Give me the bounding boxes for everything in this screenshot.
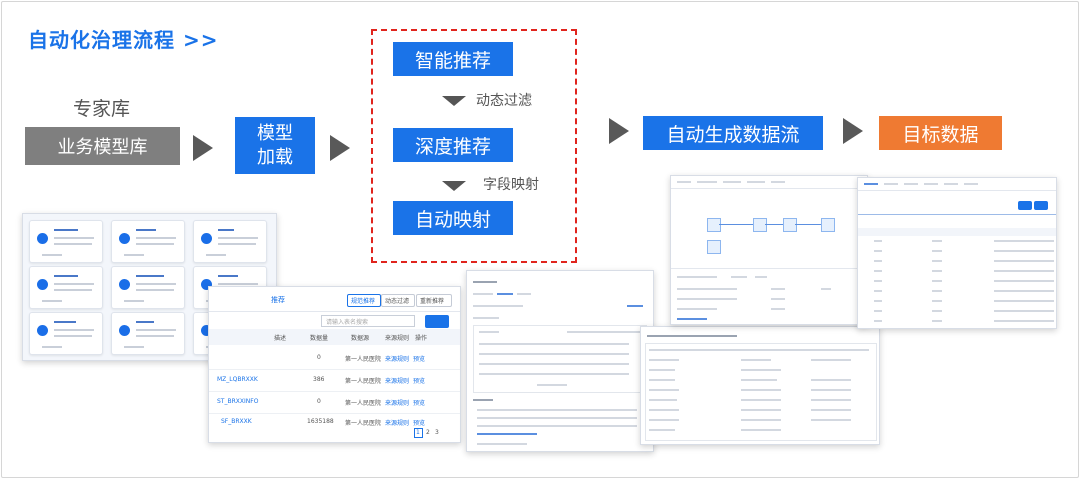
smart-recommend-label: 智能推荐 (414, 49, 491, 72)
table-row[interactable]: MZ_LQBRXXK 386 第一人民医院 来源规则 预览 (209, 369, 460, 392)
field-table (645, 343, 877, 441)
business-model-library-label: 业务模型库 (57, 137, 148, 158)
model-card[interactable] (29, 266, 103, 309)
tab-spec-recommend[interactable]: 规范推荐 (347, 294, 381, 307)
auto-mapping-box: 自动映射 (393, 201, 513, 235)
search-button[interactable] (425, 315, 449, 328)
deep-recommend-box: 深度推荐 (393, 128, 513, 162)
table-header: 描述 数据量 数据源 来源规则 操作 (209, 329, 460, 345)
chevron-down-icon (442, 96, 466, 106)
field-mapping-screenshot (466, 270, 654, 452)
arrow-right-icon (843, 118, 863, 144)
canvas-toolbar (671, 176, 867, 189)
target-table-screenshot (857, 177, 1057, 329)
model-card[interactable] (193, 220, 267, 263)
mapping-grid (473, 325, 647, 393)
auto-gen-dataflow-box: 自动生成数据流 (643, 116, 823, 150)
page-2-button[interactable]: 2 (426, 429, 430, 436)
table-recommend-screenshot: 推荐 规范推荐 动态过滤 重新推荐 请输入表名搜索 描述 数据量 数据源 来源规… (208, 286, 461, 443)
model-card[interactable] (29, 220, 103, 263)
expert-library-label: 专家库 (73, 98, 131, 120)
tab-dynamic-filter[interactable]: 动态过滤 (381, 294, 415, 307)
deep-recommend-label: 深度推荐 (414, 135, 491, 158)
target-tabs (858, 178, 1056, 191)
dynamic-filter-note: 动态过滤 (476, 93, 532, 109)
field-list-screenshot (640, 326, 880, 445)
flow-node[interactable] (753, 218, 767, 232)
target-data-box: 目标数据 (879, 116, 1002, 150)
model-load-line2: 加载 (257, 146, 293, 168)
arrow-right-icon (330, 135, 350, 161)
model-load-box: 模型 加载 (235, 117, 315, 174)
model-load-line1: 模型 (257, 122, 293, 144)
auto-mapping-label: 自动映射 (414, 208, 491, 231)
flow-node[interactable] (821, 218, 835, 232)
field-mapping-note: 字段映射 (483, 177, 539, 193)
model-card[interactable] (111, 266, 185, 309)
model-card[interactable] (29, 312, 103, 355)
chevron-down-icon (442, 181, 466, 191)
arrow-right-icon (609, 118, 629, 144)
model-card[interactable] (111, 220, 185, 263)
tab-bar (209, 287, 460, 312)
table-row[interactable]: ST_BRXXINFO 0 第一人民医院 来源规则 预览 (209, 391, 460, 414)
flow-node[interactable] (783, 218, 797, 232)
table-row[interactable]: 0 第一人民医院 来源规则 预览 (209, 347, 460, 370)
page-title: 自动化治理流程 >> (28, 28, 219, 52)
recommendation-group (371, 29, 577, 263)
auto-gen-dataflow-label: 自动生成数据流 (666, 123, 800, 146)
tab-spec-recommend-partial[interactable]: 推荐 (271, 296, 285, 304)
business-model-library-box: 业务模型库 (25, 127, 180, 165)
page-3-button[interactable]: 3 (435, 429, 439, 436)
table-row[interactable]: SF_BRXXK 1635188 第一人民医院 来源规则 预览 (221, 418, 426, 427)
model-card[interactable] (111, 312, 185, 355)
search-input[interactable]: 请输入表名搜索 (321, 315, 415, 327)
smart-recommend-box: 智能推荐 (393, 42, 513, 76)
flow-node[interactable] (707, 218, 721, 232)
flow-node[interactable] (707, 240, 721, 254)
target-data-label: 目标数据 (902, 123, 979, 146)
arrow-right-icon (193, 135, 213, 161)
target-button[interactable] (1034, 201, 1048, 210)
dataflow-canvas-screenshot (670, 175, 868, 325)
page-1-button[interactable]: 1 (414, 428, 423, 438)
tab-re-recommend[interactable]: 重新推荐 (416, 294, 452, 307)
target-button[interactable] (1018, 201, 1032, 210)
